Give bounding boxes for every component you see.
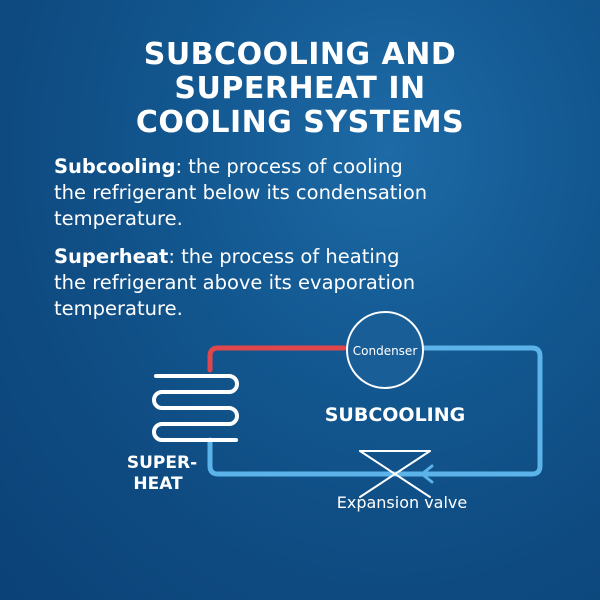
superheat-text: : the process of heating the refrigerant… — [54, 245, 416, 320]
superheat-label-line1: SUPER- — [127, 453, 197, 473]
subcooling-text: : the process of cooling the refrigerant… — [54, 155, 428, 230]
superheat-term: Superheat — [54, 245, 169, 268]
evaporator-coil-icon — [152, 374, 239, 442]
expansion-valve-icon — [359, 450, 431, 498]
superheat-label-line2: HEAT — [133, 474, 183, 494]
condenser-icon — [346, 311, 424, 389]
superheat-definition: Superheat: the process of heating the re… — [54, 244, 574, 322]
flow-arrow-icon — [419, 464, 434, 484]
subcooling-term: Subcooling — [54, 155, 176, 178]
page-title: SUBCOOLING AND SUPERHEAT IN COOLING SYST… — [135, 37, 465, 140]
subcooling-label: SUBCOOLING — [325, 404, 466, 426]
condenser-label: Condenser — [353, 344, 418, 358]
expansion-valve-label: Expansion valve — [337, 493, 468, 512]
subcooling-definition: Subcooling: the process of cooling the r… — [54, 154, 574, 232]
hot-refrigerant-line — [207, 345, 347, 373]
cold-refrigerant-line — [207, 345, 543, 477]
